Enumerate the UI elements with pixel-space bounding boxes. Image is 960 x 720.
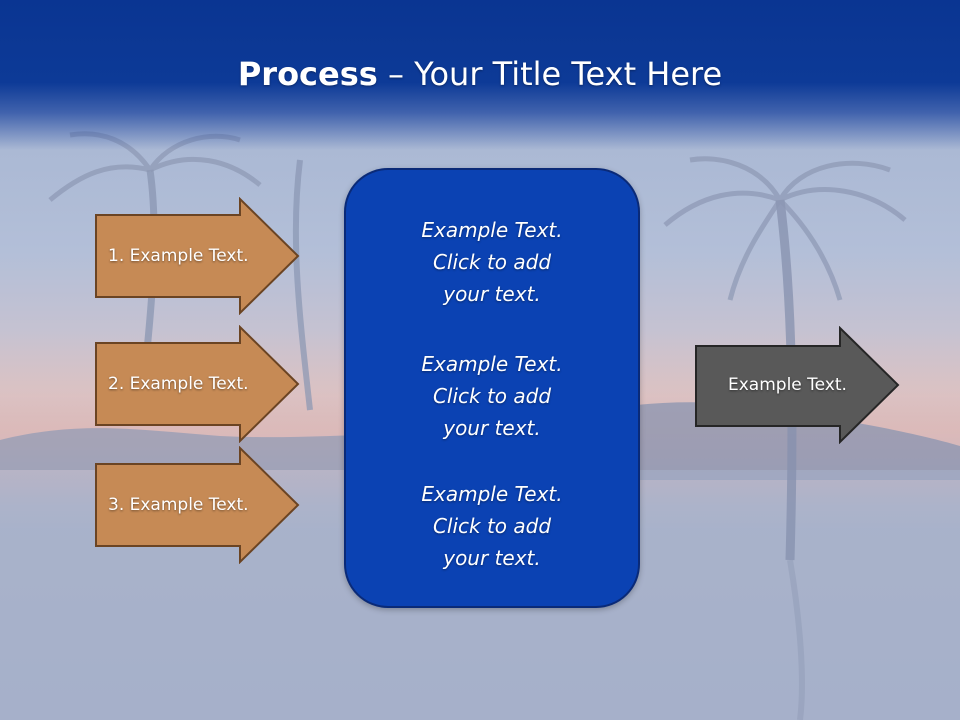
input-arrow-label: 3. Example Text. <box>108 495 249 515</box>
process-text-line: Example Text. <box>421 352 563 376</box>
slide-title: Process – Your Title Text Here <box>0 52 960 96</box>
process-box[interactable]: Example Text. Click to add your text. Ex… <box>344 168 640 608</box>
title-bold-part: Process <box>237 55 378 93</box>
process-text-block-2[interactable]: Example Text. Click to add your text. <box>346 348 638 444</box>
title-rest-part: – Your Title Text Here <box>377 55 723 93</box>
input-arrow-2[interactable]: 2. Example Text. <box>94 325 300 443</box>
process-text-line: your text. <box>443 546 541 570</box>
input-arrow-3[interactable]: 3. Example Text. <box>94 446 300 564</box>
arrow-shape <box>695 326 900 444</box>
arrow-shape <box>95 197 300 315</box>
process-text-line: Click to add <box>432 250 552 274</box>
output-arrow[interactable]: Example Text. <box>694 326 900 444</box>
title-bar: Process – Your Title Text Here <box>0 0 960 150</box>
arrow-shape <box>95 325 300 443</box>
process-text-line: Click to add <box>432 514 552 538</box>
process-text-block-3[interactable]: Example Text. Click to add your text. <box>346 478 638 574</box>
process-text-line: your text. <box>443 282 541 306</box>
process-text-line: Click to add <box>432 384 552 408</box>
arrow-shape <box>95 446 300 564</box>
process-text-block-1[interactable]: Example Text. Click to add your text. <box>346 214 638 310</box>
input-arrow-label: 2. Example Text. <box>108 374 249 394</box>
output-arrow-label: Example Text. <box>728 375 847 395</box>
process-text-line: your text. <box>443 416 541 440</box>
process-text-line: Example Text. <box>421 218 563 242</box>
process-text-line: Example Text. <box>421 482 563 506</box>
input-arrow-1[interactable]: 1. Example Text. <box>94 197 300 315</box>
input-arrow-label: 1. Example Text. <box>108 246 249 266</box>
